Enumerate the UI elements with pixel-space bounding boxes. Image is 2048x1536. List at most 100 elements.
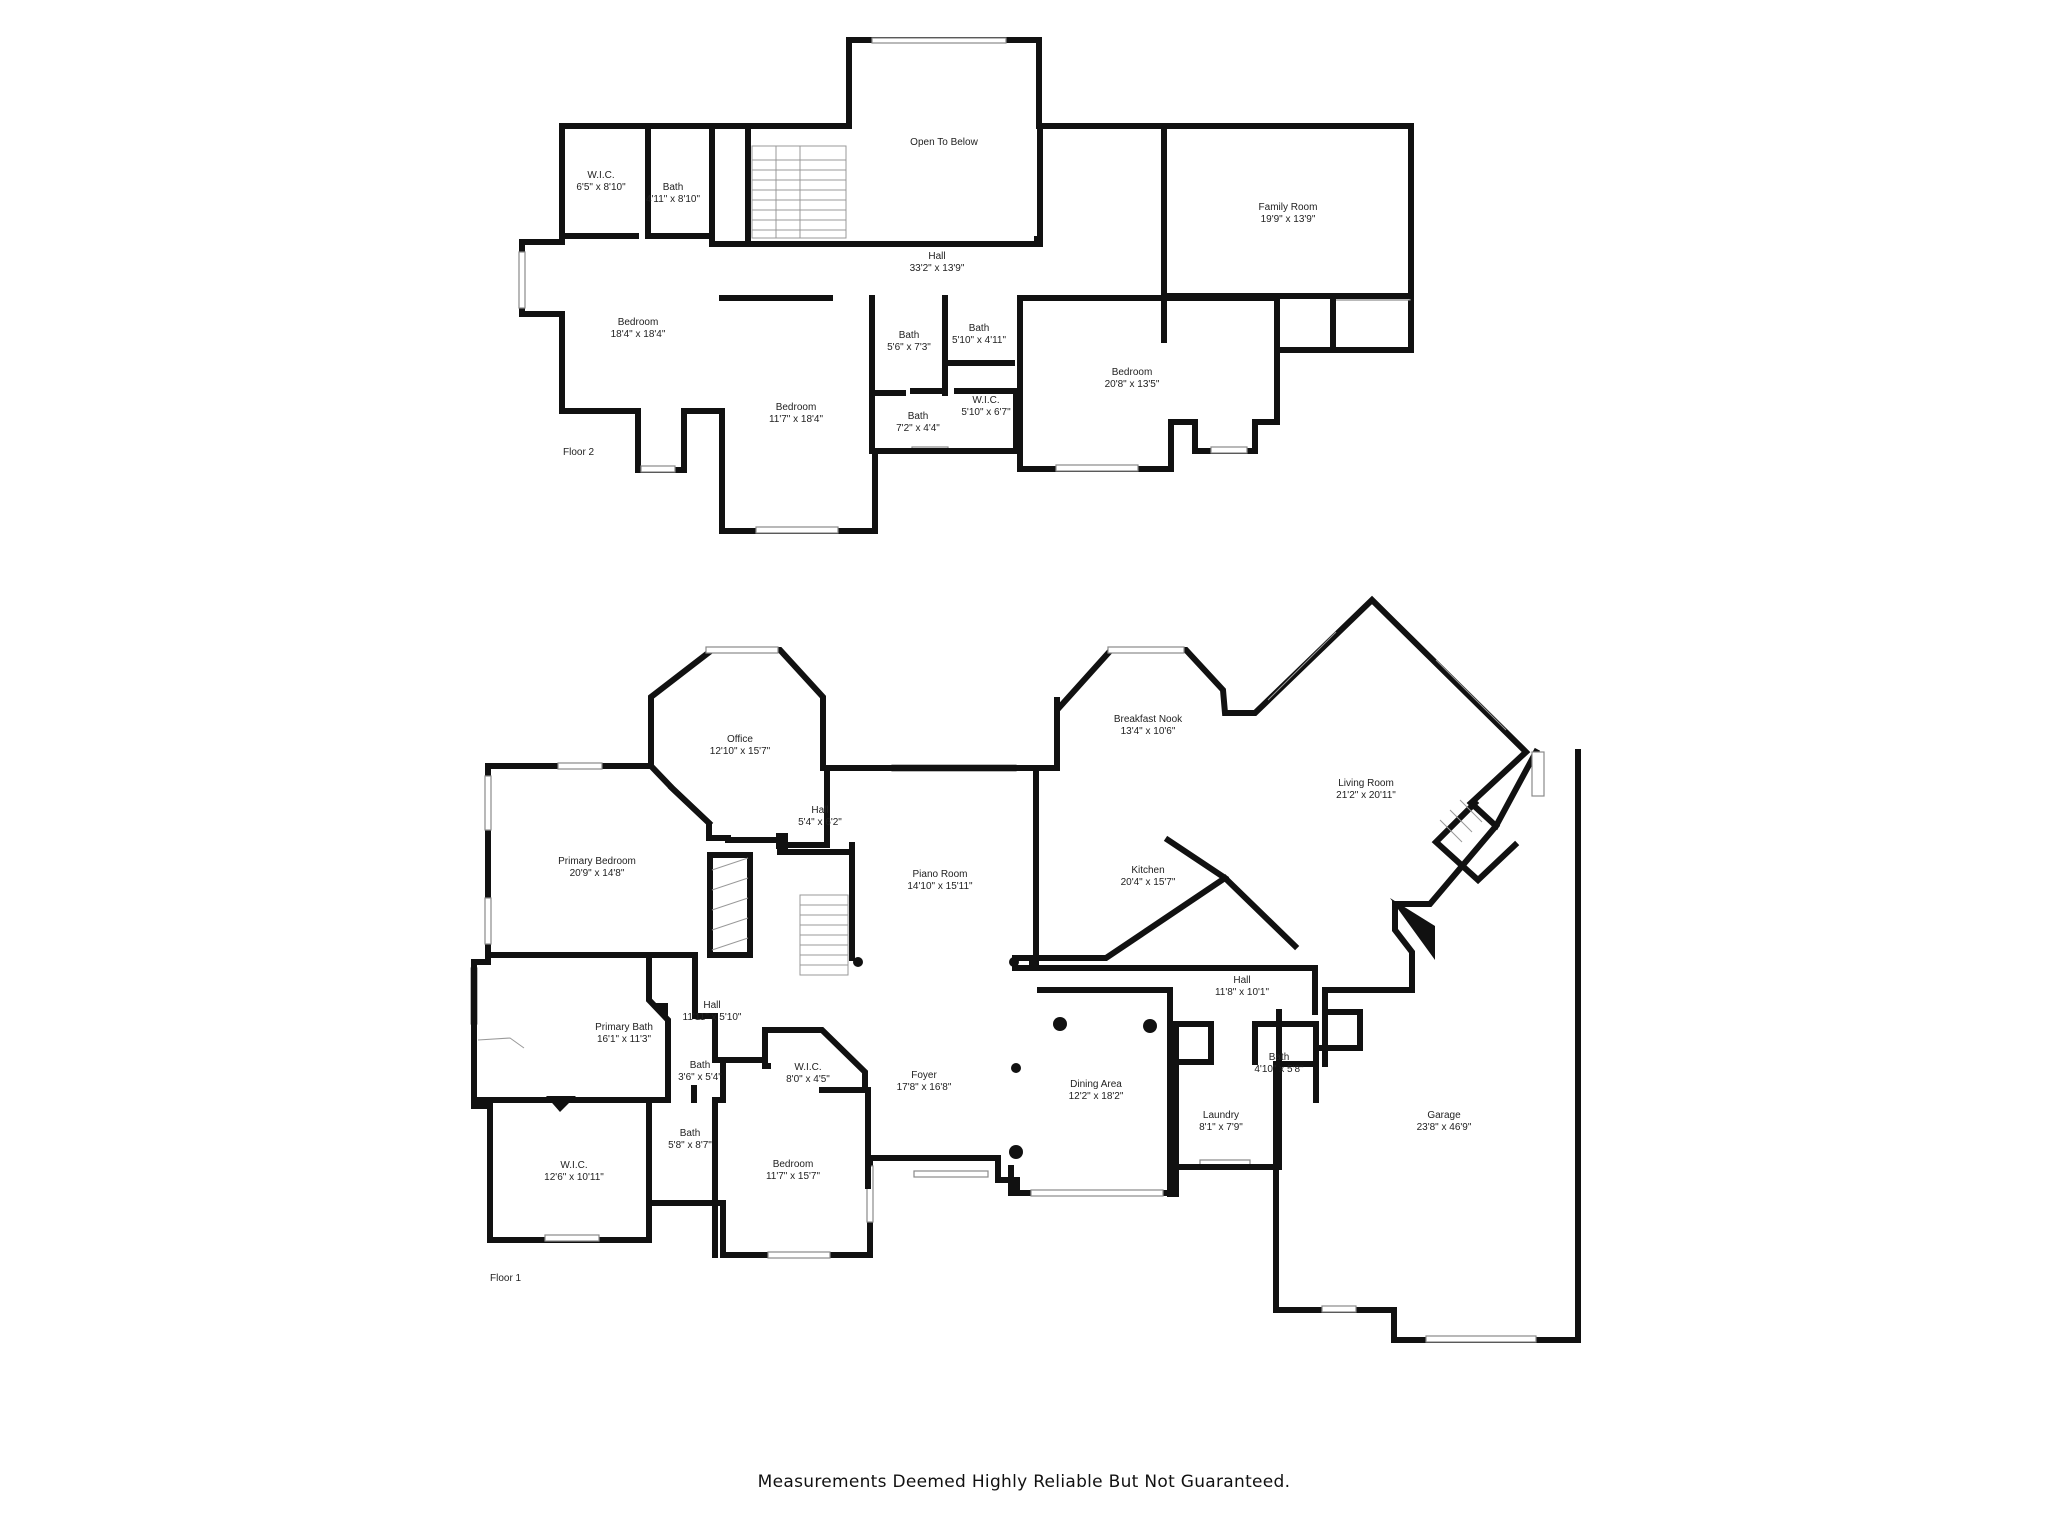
room-name: Living Room bbox=[1338, 778, 1394, 789]
room-dimensions: 11'8" x 10'1" bbox=[1215, 987, 1270, 998]
room-name: Open To Below bbox=[910, 137, 978, 148]
room-name: Hall bbox=[811, 805, 828, 816]
window bbox=[1425, 1335, 1537, 1343]
room-name: Kitchen bbox=[1131, 865, 1164, 876]
room-dimensions: 5'8" x 8'7" bbox=[668, 1140, 712, 1151]
room-name: Piano Room bbox=[912, 869, 967, 880]
room-dimensions: 6'5" x 8'10" bbox=[576, 182, 626, 193]
room-name: Garage bbox=[1427, 1110, 1461, 1121]
room-dimensions: 11'7" x 18'4" bbox=[769, 414, 824, 425]
floor-1-stairs bbox=[799, 799, 1483, 976]
room-dimensions: 7'2" x 4'4" bbox=[896, 423, 940, 434]
room-dimensions: 20'4" x 15'7" bbox=[1121, 877, 1176, 888]
room-name: Office bbox=[727, 734, 753, 745]
room-name: Primary Bedroom bbox=[558, 856, 636, 867]
room-name: W.I.C. bbox=[560, 1160, 587, 1171]
room-name: Bath bbox=[680, 1128, 701, 1139]
room-name: Laundry bbox=[1203, 1110, 1239, 1121]
room-dimensions: 4'10" x 5'8" bbox=[1254, 1064, 1304, 1075]
room-dimensions: 17'8" x 16'8" bbox=[897, 1082, 952, 1093]
column bbox=[1009, 957, 1019, 967]
fireplace-hatch bbox=[711, 857, 749, 951]
column bbox=[1143, 1019, 1157, 1033]
room-dimensions: 20'8" x 13'5" bbox=[1105, 379, 1160, 390]
room-dimensions: 20'9" x 14'8" bbox=[570, 868, 625, 879]
floor-2-interior-wall bbox=[559, 123, 1414, 454]
floor-2-outer-wall bbox=[519, 37, 1414, 534]
tub bbox=[477, 1037, 525, 1049]
room-dimensions: 5'10" x 4'11" bbox=[952, 335, 1007, 346]
window bbox=[755, 526, 839, 534]
room-name: Bedroom bbox=[618, 317, 659, 328]
room-name: Bath bbox=[690, 1060, 711, 1071]
room-dimensions: 19'9" x 13'9" bbox=[1261, 214, 1316, 225]
floor-2-plan: Floor 2 bbox=[518, 37, 1414, 534]
window bbox=[1055, 464, 1139, 472]
room-dimensions: 11'11" x 5'10" bbox=[683, 1012, 742, 1023]
floor-2-stairs bbox=[751, 145, 847, 239]
room-dimensions: 21'2" x 20'11" bbox=[1336, 790, 1396, 801]
room-name: Hall bbox=[928, 251, 945, 262]
room-name: Bedroom bbox=[1112, 367, 1153, 378]
window bbox=[1210, 446, 1248, 454]
room-dimensions: 23'8" x 46'9" bbox=[1417, 1122, 1472, 1133]
window bbox=[557, 762, 603, 770]
room-name: Hall bbox=[1233, 975, 1250, 986]
garage-steps bbox=[1390, 898, 1435, 960]
living-fireplace bbox=[1431, 798, 1520, 885]
living-window bbox=[1267, 631, 1507, 731]
column bbox=[776, 833, 788, 849]
floor-1-label: Floor 1 bbox=[490, 1273, 522, 1284]
window bbox=[484, 897, 492, 945]
window bbox=[1531, 751, 1545, 797]
column bbox=[1009, 1145, 1023, 1159]
room-name: W.I.C. bbox=[587, 170, 614, 181]
column bbox=[853, 957, 863, 967]
room-name: Bath bbox=[969, 323, 990, 334]
room-name: Foyer bbox=[911, 1070, 937, 1081]
room-dimensions: 13'4" x 10'6" bbox=[1121, 726, 1176, 737]
window bbox=[1321, 1305, 1357, 1313]
window bbox=[484, 775, 492, 831]
room-name: Hall bbox=[703, 1000, 720, 1011]
column bbox=[1011, 1063, 1021, 1073]
fireplace bbox=[707, 852, 753, 958]
column bbox=[1029, 955, 1039, 967]
disclaimer: Measurements Deemed Highly Reliable But … bbox=[757, 1472, 1291, 1492]
column bbox=[1053, 1017, 1067, 1031]
window bbox=[705, 646, 779, 654]
room-dimensions: 4'11" x 8'10" bbox=[646, 194, 701, 205]
room-dimensions: 8'1" x 7'9" bbox=[1199, 1122, 1243, 1133]
floor-1-plan: Floor 1 bbox=[470, 595, 1581, 1343]
window bbox=[913, 1170, 989, 1178]
room-dimensions: 5'4" x 6'2" bbox=[798, 817, 842, 828]
room-dimensions: 16'1" x 11'3" bbox=[597, 1034, 652, 1045]
room-dimensions: 11'7" x 15'7" bbox=[766, 1171, 821, 1182]
window bbox=[871, 37, 1007, 44]
room-name: Bath bbox=[1269, 1052, 1290, 1063]
room-name: Family Room bbox=[1259, 202, 1318, 213]
room-name: Bedroom bbox=[773, 1159, 814, 1170]
room-name: Primary Bath bbox=[595, 1022, 653, 1033]
floor-2-label: Floor 2 bbox=[563, 447, 595, 458]
room-name: Bedroom bbox=[776, 402, 817, 413]
window bbox=[544, 1234, 600, 1242]
room-name: Bath bbox=[908, 411, 929, 422]
room-dimensions: 8'0" x 4'5" bbox=[786, 1074, 830, 1085]
room-name: W.I.C. bbox=[794, 1062, 821, 1073]
window bbox=[1030, 1189, 1164, 1197]
room-name: Dining Area bbox=[1070, 1079, 1122, 1090]
triangle-marker bbox=[546, 1096, 576, 1112]
room-name: W.I.C. bbox=[972, 395, 999, 406]
room-name: Bath bbox=[663, 182, 684, 193]
room-dimensions: 18'4" x 18'4" bbox=[611, 329, 666, 340]
window bbox=[640, 465, 676, 473]
column bbox=[1034, 236, 1042, 244]
room-dimensions: 3'6" x 5'4" bbox=[678, 1072, 722, 1083]
floor-1-outer-wall bbox=[471, 595, 1531, 1258]
window bbox=[767, 1251, 831, 1259]
floor-1-interior-wall bbox=[471, 765, 1328, 1258]
room-name: Breakfast Nook bbox=[1114, 714, 1183, 725]
